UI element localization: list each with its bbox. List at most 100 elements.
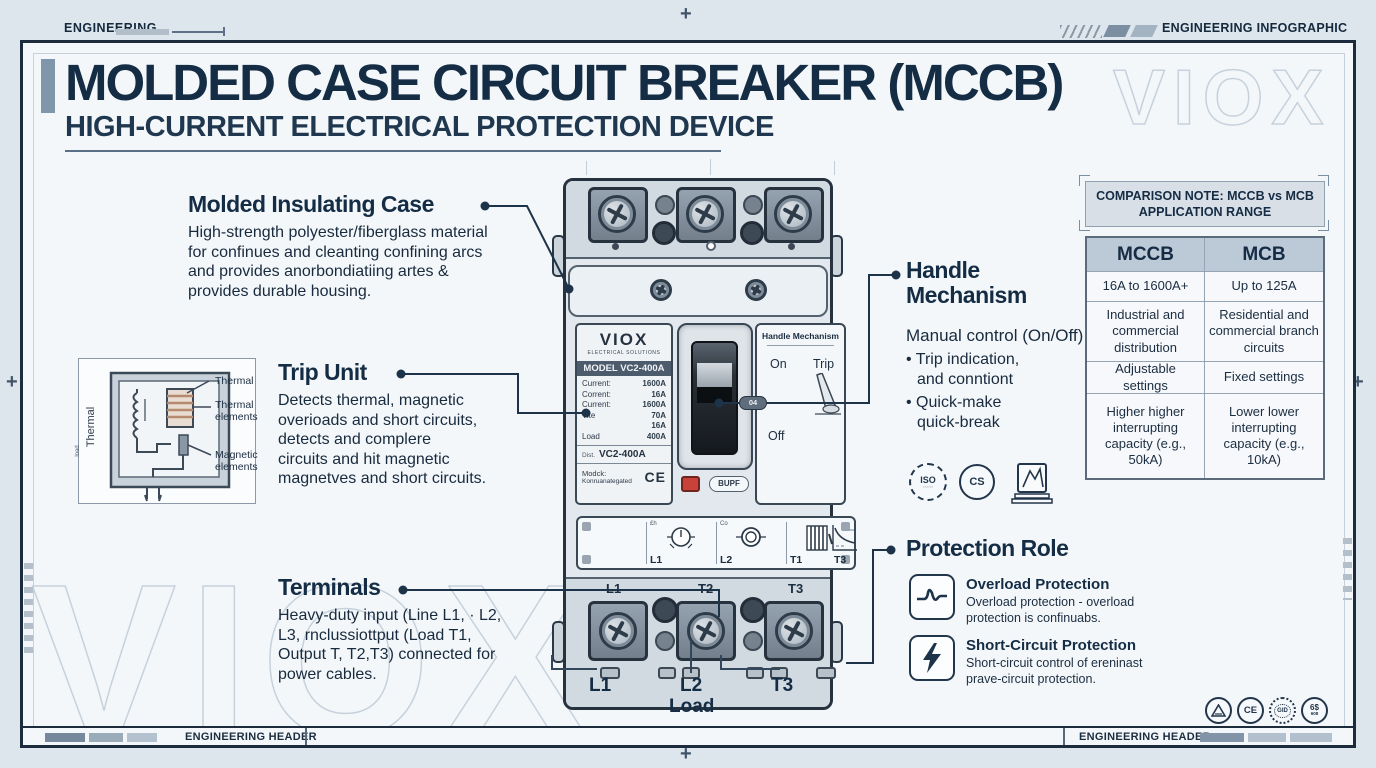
dot	[788, 243, 795, 250]
comparison-cell: Higher higher interrupting capacity (e.g…	[1087, 394, 1205, 478]
comparison-col-mcb: MCB	[1205, 238, 1323, 272]
bottom-label-l2: L2	[680, 675, 703, 696]
dotted-cert-icon: GID	[1269, 697, 1296, 724]
page-subtitle: HIGH-CURRENT ELECTRICAL PROTECTION DEVIC…	[65, 111, 774, 143]
screw-icon	[774, 195, 812, 233]
iso-text: ISO	[920, 475, 936, 485]
handle-panel-off-label: Off	[768, 429, 785, 443]
trip-diagram-side-label2: load	[75, 445, 81, 457]
nameplate-specs: Current:1600A Corrent:16A Current:1600A …	[577, 379, 671, 442]
gauge-icon	[667, 527, 695, 549]
iso-badge-icon: ISO ⌁⌁⌁⌁⌁	[909, 463, 947, 501]
screw-icon	[599, 612, 637, 650]
spec-value: 70A	[651, 410, 666, 420]
gs-sub-text: 608	[1310, 711, 1319, 717]
trip-unit-heading: Trip Unit	[278, 359, 367, 385]
footer-left-label: ENGINEERING HEADER	[185, 731, 317, 743]
bottom-terminal-block-2	[676, 601, 736, 661]
overload-wave-icon	[909, 574, 955, 620]
top-hole	[743, 195, 763, 215]
crosshair-right: +	[1352, 371, 1364, 393]
breaker-mid-band	[568, 265, 828, 317]
comparison-cell: Industrial and commercial distribution	[1087, 302, 1205, 362]
header-left-line-tick	[223, 27, 225, 36]
bottom-terminal-block-1	[588, 601, 648, 661]
top-terminal-block-1	[588, 187, 648, 243]
viox-watermark-bottom: VIOX	[30, 540, 600, 748]
trip-diagram-label-magnetic-elements: Magnetic elements	[215, 449, 258, 474]
subtitle-underline	[65, 150, 721, 152]
leader-badge: 04	[739, 396, 767, 410]
trip-test-red-button	[681, 476, 700, 492]
header-hatch	[1060, 25, 1102, 38]
nameplate-brand: VIOX	[599, 330, 649, 349]
breaker-illustration: VIOX ELECTRICAL SOLUTIONS MODEL VC2-400A…	[538, 159, 858, 718]
top-dark-hole	[740, 221, 764, 245]
screw-icon	[686, 195, 724, 233]
l2-connector-line	[690, 641, 692, 673]
trip-curve-icon	[832, 525, 857, 551]
handle-mechanism-line1: Manual control (On/Off)	[906, 326, 1084, 345]
spec-key: Load	[582, 431, 600, 441]
comparison-table: MCCB MCB 16A to 1600A+ Up to 125A Indust…	[1085, 236, 1325, 480]
nameplate-dist-label: Dist.	[582, 452, 595, 459]
viox-watermark-top: VIOX	[1112, 53, 1332, 141]
terminal-label-t2: T2	[698, 581, 714, 596]
handle-mechanism-heading: Handle Mechanism	[906, 257, 1027, 309]
triangle-cert-icon	[1205, 697, 1232, 724]
crosshair-left: +	[6, 371, 18, 393]
terminal-label-l1: L1	[606, 581, 622, 596]
trip-diagram-label-thermal: Thermal	[215, 375, 254, 387]
short-circuit-protection-body: Short-circuit control of ereninast prave…	[966, 656, 1143, 686]
strip-label-l1: L1	[650, 554, 663, 566]
top-dark-hole	[652, 221, 676, 245]
spec-key: Tlte	[582, 410, 596, 420]
dot	[612, 243, 619, 250]
bottom-label-l1: L1	[589, 675, 612, 696]
nameplate-brand-sub: ELECTRICAL SOLUTIONS	[587, 350, 661, 356]
nameplate-model-banner: MODEL VC2-400A	[577, 361, 671, 376]
main-frame: VIOX VIOX MOLDED CASE CIRCUIT BREAKER (M…	[20, 40, 1356, 748]
screw-icon	[687, 612, 725, 650]
nameplate-footer-1: Modck:	[582, 469, 607, 478]
award-monument-icon	[1011, 463, 1053, 504]
bottom-label-load: Load	[669, 696, 715, 717]
function-icon-strip: £h Co L1 L2	[576, 516, 857, 570]
handle-panel-title: Handle Mechanism	[762, 331, 839, 341]
handle-panel-trip-label: Trip	[813, 357, 835, 371]
comparison-col-mccb: MCCB	[1087, 238, 1205, 272]
trip-unit-diagram: Thermal load Thermal Thermal elements Ma…	[75, 358, 258, 504]
lever-icon	[815, 373, 841, 415]
nameplate-dist-value: VC2-400A	[599, 449, 646, 460]
ce-text: CE	[1243, 705, 1258, 716]
handle-panel-on-label: On	[770, 357, 787, 371]
handle-mechanism-panel: Handle Mechanism On Trip Off	[755, 323, 846, 505]
dotted-text: GID	[1274, 703, 1291, 718]
csa-text: CS	[969, 476, 985, 488]
ce-mark-icon: CE	[644, 469, 666, 485]
bottom-dark-hole	[740, 597, 766, 623]
header-block-dark	[1103, 25, 1131, 37]
dot-hollow	[706, 241, 716, 251]
screw-icon	[745, 279, 767, 301]
screw-icon	[775, 612, 813, 650]
footer-right-label: ENGINEERING HEADER	[1079, 731, 1211, 743]
strip-mark-1: £h	[650, 521, 657, 527]
strip-label-t1: T1	[790, 554, 803, 566]
spec-value: 1600A	[642, 379, 666, 388]
left-edge-dashes	[24, 563, 33, 653]
page-title: MOLDED CASE CIRCUIT BREAKER (MCCB)	[65, 54, 1064, 111]
molded-case-heading: Molded Insulating Case	[188, 191, 434, 217]
handle-mechanism-bullet2: • Quick-make quick-break	[906, 394, 1002, 431]
gs-cert-icon: 6$ 608	[1301, 697, 1328, 724]
bupf-button: BUPF	[709, 476, 749, 492]
header-left-line	[172, 31, 224, 33]
breaker-nameplate: VIOX ELECTRICAL SOLUTIONS MODEL VC2-400A…	[575, 323, 673, 505]
ce-cert-icon: CE	[1237, 697, 1264, 724]
breaker-toggle-handle	[691, 341, 738, 455]
short-circuit-protection-title: Short-Circuit Protection	[966, 637, 1137, 654]
comparison-cell: Up to 125A	[1205, 272, 1323, 302]
strip-label-t3: T3	[834, 554, 847, 566]
toggle-grip-shadow	[697, 387, 732, 403]
bottom-dark-hole	[652, 597, 678, 623]
